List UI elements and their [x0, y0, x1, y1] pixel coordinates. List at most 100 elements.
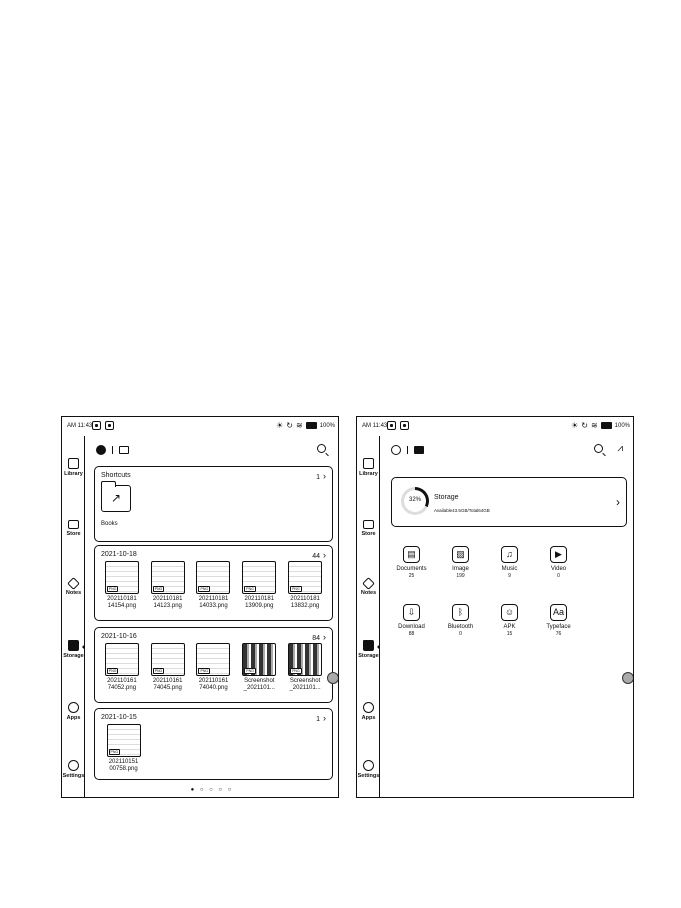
battery-level: 100% [319, 422, 335, 429]
status-time: AM 11:43 [67, 423, 93, 429]
right-device-screen: AM 11:43 ☀ ↻ ≋ 100% Library Store Notes … [356, 416, 634, 798]
shortcuts-count[interactable]: 1› [316, 471, 326, 481]
app-indicator-icon [387, 421, 396, 430]
category-documents[interactable]: ▤ Documents 25 [387, 546, 436, 604]
sidebar-item-settings[interactable]: Settings [357, 760, 380, 779]
recent-view-icon[interactable] [391, 445, 401, 455]
wifi-icon[interactable]: ≋ [590, 421, 598, 430]
search-icon[interactable] [317, 444, 326, 453]
app-indicator-icon [92, 421, 101, 430]
sidebar-item-library[interactable]: Library [357, 458, 380, 477]
category-download[interactable]: ⇩ Download 88 [387, 604, 436, 662]
sidebar-item-storage[interactable]: Storage [357, 640, 380, 659]
brightness-icon[interactable]: ☀ [571, 421, 579, 430]
category-bluetooth[interactable]: ᛒ Bluetooth 0 [436, 604, 485, 662]
sidebar-item-label: Storage [63, 653, 84, 659]
page-indicator[interactable]: ● ○ ○ ○ ○ [190, 787, 234, 793]
sidebar-item-settings[interactable]: Settings [62, 760, 85, 779]
folder-view-icon[interactable] [414, 446, 424, 454]
sidebar-item-store[interactable]: Store [62, 520, 85, 537]
apps-icon [363, 702, 374, 713]
chevron-right-icon: › [616, 495, 620, 509]
image-icon: ▨ [452, 546, 469, 563]
category-typeface[interactable]: Aa Typeface 76 [534, 604, 583, 662]
search-icon[interactable] [594, 444, 603, 453]
storage-usage-ring [401, 487, 429, 515]
music-icon: ♫ [501, 546, 518, 563]
sidebar-item-notes[interactable]: Notes [62, 577, 85, 596]
group-count[interactable]: 1› [316, 713, 326, 723]
divider [407, 446, 408, 454]
sidebar-item-label: Store [66, 531, 81, 537]
status-bar: AM 11:43 ☀ ↻ ≋ 100% [357, 417, 633, 436]
status-bar: AM 11:43 ☀ ↻ ≋ 100% [62, 417, 338, 436]
sidebar-item-label: Library [64, 471, 83, 477]
category-video[interactable]: ▶ Video 0 [534, 546, 583, 604]
sidebar-item-apps[interactable]: Apps [357, 702, 380, 721]
category-apk[interactable]: ☺ APK 15 [485, 604, 534, 662]
books-folder-icon[interactable]: ↗ [101, 481, 131, 512]
storage-percent: 32% [408, 497, 421, 503]
folder-view-icon[interactable] [119, 446, 129, 454]
main-content: ⩘ 32% Storage Available43.5GB/Total64GB … [381, 436, 633, 797]
divider [112, 446, 113, 454]
store-icon [68, 520, 79, 529]
shortcut-arrow-icon: ↗ [111, 491, 122, 505]
recent-view-icon[interactable] [96, 445, 106, 455]
sync-icon[interactable]: ↻ [286, 421, 293, 430]
apps-icon [68, 702, 79, 713]
storage-title: Storage [434, 494, 459, 501]
group-date: 2021-10-16 [101, 633, 137, 640]
wifi-icon[interactable]: ≋ [295, 421, 303, 430]
active-indicator [82, 644, 85, 650]
storage-card[interactable]: 32% Storage Available43.5GB/Total64GB › [391, 477, 627, 527]
group-count[interactable]: 84› [312, 632, 326, 642]
folder-label: Books [101, 521, 118, 527]
group-count[interactable]: 44› [312, 550, 326, 560]
sidebar: Library Store Notes Storage Apps Setting… [357, 436, 380, 797]
left-device-screen: AM 11:43 ☀ ↻ ≋ 100% Library Store Notes … [61, 416, 339, 798]
group-date: 2021-10-18 [101, 551, 137, 558]
category-grid: ▤ Documents 25 ▨ Image 199 ♫ Music 9 ▶ V… [387, 546, 631, 662]
book-icon [363, 458, 374, 469]
sidebar-item-storage[interactable]: Storage [62, 640, 85, 659]
sidebar-item-label: Notes [360, 590, 377, 596]
floating-ball-button[interactable] [622, 672, 633, 684]
android-icon: ☺ [501, 604, 518, 621]
view-toolbar [86, 444, 338, 458]
store-icon [363, 520, 374, 529]
app-indicator-icon [400, 421, 409, 430]
analytics-icon[interactable]: ⩘ [617, 443, 623, 454]
battery-icon [600, 422, 612, 429]
floating-ball-button[interactable] [327, 672, 338, 684]
bluetooth-icon: ᛒ [452, 604, 469, 621]
sidebar-item-label: Store [361, 531, 376, 537]
chevron-right-icon: › [323, 713, 326, 723]
category-image[interactable]: ▨ Image 199 [436, 546, 485, 604]
download-icon: ⇩ [403, 604, 420, 621]
sidebar-item-store[interactable]: Store [357, 520, 380, 537]
sidebar-item-label: Apps [66, 715, 81, 721]
shortcuts-title: Shortcuts [101, 472, 131, 479]
battery-level: 100% [614, 422, 630, 429]
category-music[interactable]: ♫ Music 9 [485, 546, 534, 604]
sidebar-item-label: Notes [65, 590, 82, 596]
brightness-icon[interactable]: ☀ [276, 421, 284, 430]
sidebar-item-notes[interactable]: Notes [357, 577, 380, 596]
sidebar-item-apps[interactable]: Apps [62, 702, 85, 721]
sidebar-item-library[interactable]: Library [62, 458, 85, 477]
sync-icon[interactable]: ↻ [581, 421, 588, 430]
folder-icon [363, 640, 374, 651]
